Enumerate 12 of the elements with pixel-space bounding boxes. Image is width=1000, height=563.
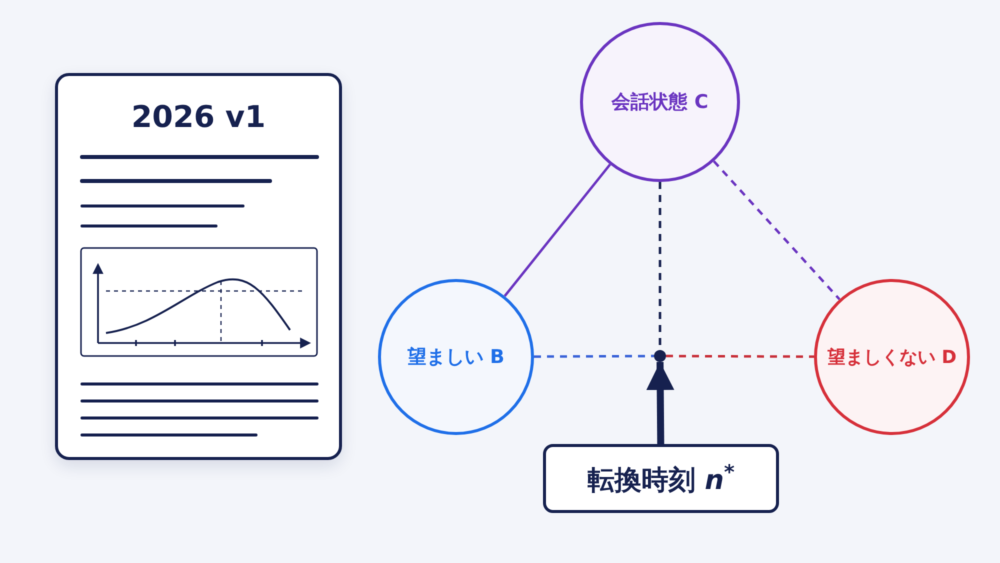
state-label: 望ましくない D bbox=[827, 346, 957, 369]
connector-line bbox=[504, 164, 611, 297]
state-label: 会話状態 C bbox=[612, 90, 708, 115]
connector-line bbox=[534, 354, 654, 358]
document-title: 2026 v1 bbox=[130, 100, 267, 135]
label-box bbox=[543, 444, 779, 513]
box-label: 転換時刻 n$^{*}$ bbox=[587, 460, 735, 498]
arrow bbox=[646, 362, 674, 444]
junction-dot bbox=[654, 350, 666, 362]
connector-line bbox=[666, 354, 814, 358]
connector-line bbox=[712, 160, 840, 300]
state-label: 望ましい B bbox=[407, 345, 505, 370]
